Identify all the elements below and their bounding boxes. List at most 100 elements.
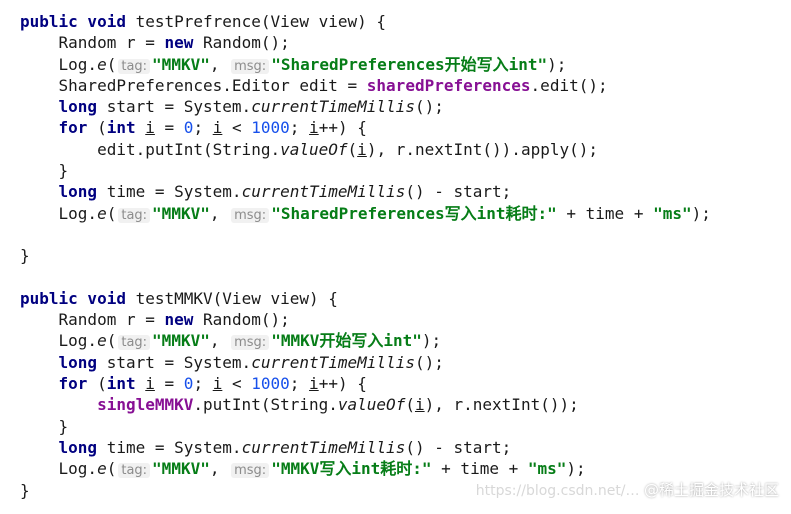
code-token: () - start; — [405, 437, 512, 457]
parameter-hint: msg: — [231, 335, 270, 351]
code-token — [136, 374, 146, 393]
code-token: ++) { — [318, 118, 367, 138]
code-token: ; — [193, 374, 213, 394]
code-token: time = System. — [97, 182, 242, 202]
code-token: "MMKV" — [152, 331, 210, 351]
watermark-brand: @稀土掘金技术社区 — [643, 481, 779, 499]
code-token: ); — [421, 331, 442, 351]
code-line: Random r = new Random(); — [20, 32, 711, 53]
code-token: ( — [106, 203, 117, 223]
code-token: (); — [414, 97, 444, 117]
code-token: currentTimeMillis — [241, 437, 406, 457]
code-line: Random r = new Random(); — [20, 309, 711, 330]
code-token — [20, 97, 59, 116]
code-token: ), r.nextInt()).apply(); — [366, 139, 598, 159]
code-token: currentTimeMillis — [251, 97, 415, 117]
code-token: } — [20, 246, 30, 266]
code-token: i — [212, 118, 223, 138]
code-token: long — [58, 97, 98, 117]
code-token: Log. — [20, 203, 98, 223]
code-token: 0 — [183, 374, 194, 394]
code-token: 1000 — [251, 374, 290, 394]
code-token: + time + — [431, 459, 528, 479]
code-token: (); — [414, 352, 444, 372]
code-token — [20, 353, 59, 372]
code-token: + time + — [556, 203, 654, 223]
code-token: ; — [193, 118, 213, 138]
code-token: , — [209, 54, 230, 74]
code-token: = — [154, 374, 184, 394]
code-token — [20, 182, 59, 201]
code-token: e — [97, 459, 107, 479]
code-editor[interactable]: public void testPrefrence(View view) { R… — [20, 11, 711, 501]
code-line: public void testMMKV(View view) { — [20, 288, 711, 309]
code-token: "MMKV" — [152, 54, 210, 74]
code-token: ); — [691, 203, 711, 223]
code-token: ( — [87, 118, 107, 138]
code-token: .edit(); — [530, 75, 608, 95]
code-token: SharedPreferences.Editor edit = — [20, 75, 367, 95]
code-token: long — [58, 182, 98, 202]
code-token: i — [145, 374, 155, 394]
code-token: "ms" — [653, 203, 692, 223]
code-line: Log.e(tag:"MMKV", msg:"SharedPreferences… — [20, 54, 711, 75]
parameter-hint: tag: — [118, 463, 151, 479]
code-line: edit.putInt(String.valueOf(i), r.nextInt… — [20, 139, 711, 160]
code-token: valueOf — [337, 395, 406, 415]
code-token: new — [164, 33, 194, 53]
code-token: Random(); — [193, 33, 290, 53]
code-token: , — [209, 203, 230, 223]
code-token: ); — [566, 459, 586, 479]
code-token: < — [222, 118, 252, 138]
code-token: ( — [87, 374, 107, 394]
parameter-hint: tag: — [118, 207, 151, 223]
code-token: "MMKV" — [152, 459, 210, 479]
code-token — [136, 118, 146, 137]
code-line: SharedPreferences.Editor edit = sharedPr… — [20, 75, 711, 96]
code-token — [20, 395, 97, 414]
code-token: e — [97, 54, 107, 74]
code-token: "SharedPreferences开始写入int" — [271, 54, 548, 74]
code-token: Log. — [20, 54, 98, 74]
code-token — [20, 118, 59, 137]
code-token: start = System. — [97, 97, 252, 117]
code-line: for (int i = 0; i < 1000; i++) { — [20, 117, 711, 138]
watermark: https://blog.csdn.net/… @稀土掘金技术社区 — [476, 479, 779, 500]
code-token: time = System. — [97, 437, 242, 457]
code-token: for — [58, 118, 88, 138]
code-token: } — [20, 480, 30, 500]
code-token: ( — [347, 139, 358, 159]
code-token: ( — [106, 331, 117, 351]
code-token: ); — [547, 54, 567, 74]
code-token: "MMKV写入int耗时:" — [271, 459, 432, 479]
code-token: "MMKV开始写入int" — [271, 331, 422, 351]
code-token: i — [357, 139, 367, 159]
code-token: i — [414, 395, 425, 415]
code-token: ++) { — [318, 374, 367, 394]
code-token: = — [154, 118, 184, 138]
code-line: long start = System.currentTimeMillis(); — [20, 352, 711, 373]
parameter-hint: tag: — [118, 58, 151, 74]
code-line: Log.e(tag:"MMKV", msg:"SharedPreferences… — [20, 203, 711, 224]
code-line: } — [20, 480, 711, 501]
code-line: long start = System.currentTimeMillis(); — [20, 96, 711, 117]
code-token: for — [58, 374, 88, 394]
code-token: 0 — [183, 118, 194, 138]
code-token: testMMKV(View view) { — [125, 288, 338, 308]
code-token: int — [106, 118, 136, 138]
code-token: < — [222, 374, 252, 394]
code-token: ( — [405, 395, 415, 415]
code-token: .putInt(String. — [193, 395, 338, 415]
code-line — [20, 267, 711, 288]
code-line: long time = System.currentTimeMillis() -… — [20, 437, 711, 458]
code-token: int — [106, 374, 136, 394]
parameter-hint: msg: — [231, 58, 270, 74]
code-token: "ms" — [527, 459, 567, 479]
code-token: Random r = — [20, 310, 165, 330]
code-token: public void — [20, 288, 126, 308]
code-line — [20, 224, 711, 245]
code-token: ; — [289, 374, 310, 394]
code-token: () - start; — [405, 182, 512, 202]
code-line: singleMMKV.putInt(String.valueOf(i), r.n… — [20, 394, 711, 415]
code-line: Log.e(tag:"MMKV", msg:"MMKV写入int耗时:" + t… — [20, 458, 711, 479]
